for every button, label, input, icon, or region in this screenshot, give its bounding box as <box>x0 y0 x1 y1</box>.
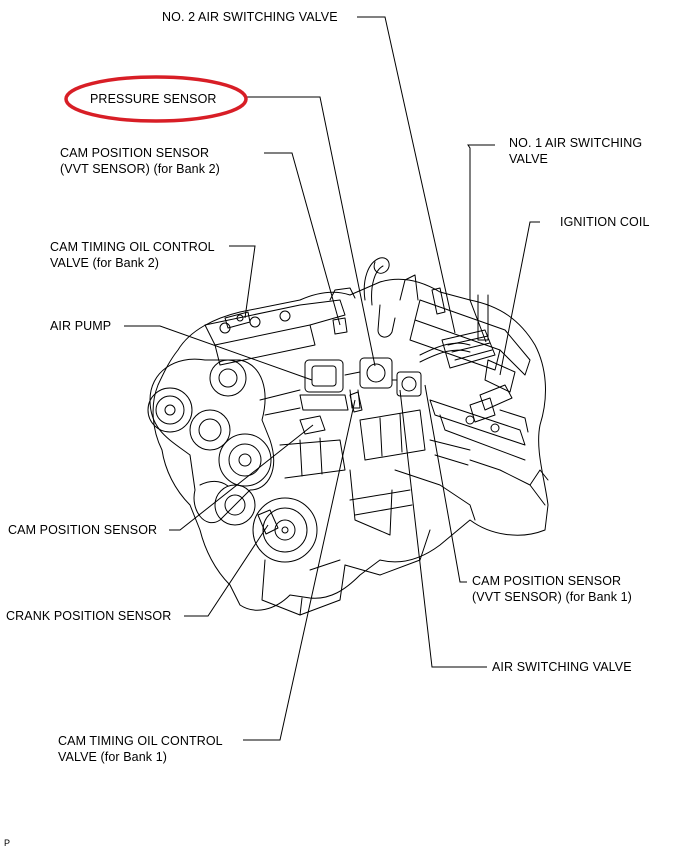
label-cam-position-sensor: CAM POSITION SENSOR <box>8 523 158 537</box>
leader-cam-timing-ocv-bank1 <box>243 399 356 741</box>
label-no1-air-switching-valve: NO. 1 AIR SWITCHING VALVE <box>509 135 642 167</box>
engine-illustration <box>147 257 549 616</box>
label-line: CAM TIMING OIL CONTROL <box>50 240 215 254</box>
leader-ignition-coil <box>499 221 540 376</box>
label-line: (VVT SENSOR) (for Bank 1) <box>472 590 632 604</box>
label-ignition-coil: IGNITION COIL <box>560 215 650 229</box>
leader-pressure-sensor <box>246 96 376 367</box>
leader-cam-position-sensor-bank1 <box>424 384 467 583</box>
leader-cam-timing-ocv-bank2 <box>229 245 256 319</box>
leader-crank-position-sensor <box>184 524 269 617</box>
label-line: (VVT SENSOR) (for Bank 2) <box>60 162 220 176</box>
leader-cam-position-sensor-bank2 <box>264 152 341 326</box>
label-no2-air-switching-valve: NO. 2 AIR SWITCHING VALVE <box>162 10 338 24</box>
label-air-switching-valve: AIR SWITCHING VALVE <box>492 660 632 674</box>
label-line: CAM TIMING OIL CONTROL <box>58 734 223 748</box>
leader-lines <box>124 16 540 741</box>
leader-air-pump <box>124 325 313 381</box>
label-line: NO. 1 AIR SWITCHING <box>509 136 643 150</box>
label-cam-timing-ocv-bank2: CAM TIMING OIL CONTROL VALVE (for Bank 2… <box>50 239 215 271</box>
label-pressure-sensor: PRESSURE SENSOR <box>90 92 217 106</box>
label-air-pump: AIR PUMP <box>50 319 112 333</box>
label-line: VALVE (for Bank 1) <box>58 750 168 764</box>
highlight-ellipse <box>64 75 248 123</box>
label-line: VALVE <box>509 152 548 166</box>
label-cam-position-sensor-vvt-bank1: CAM POSITION SENSOR (VVT SENSOR) (for Ba… <box>472 573 632 605</box>
label-cam-timing-ocv-bank1: CAM TIMING OIL CONTROL VALVE (for Bank 1… <box>58 733 223 765</box>
leader-no2-air-switching-valve <box>357 16 456 334</box>
label-crank-position-sensor: CRANK POSITION SENSOR <box>6 609 172 623</box>
label-cam-position-sensor-vvt-bank2: CAM POSITION SENSOR (VVT SENSOR) (for Ba… <box>60 145 220 177</box>
label-line: CAM POSITION SENSOR <box>472 574 622 588</box>
leader-no1-air-switching-valve <box>467 144 495 343</box>
label-line: VALVE (for Bank 2) <box>50 256 160 270</box>
corner-mark: P <box>4 838 11 848</box>
leader-cam-position-sensor <box>169 424 314 531</box>
leader-air-switching-valve <box>399 389 487 668</box>
label-line: CAM POSITION SENSOR <box>60 146 210 160</box>
